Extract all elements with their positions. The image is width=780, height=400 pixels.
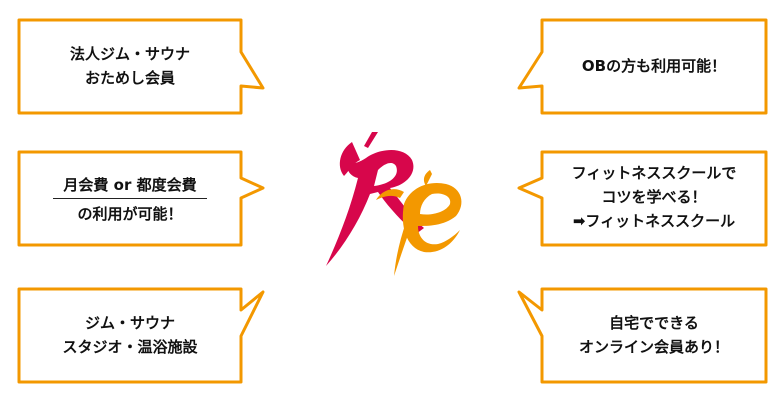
- bubble-text-underlined: 月会費 or 都度会費: [53, 173, 207, 199]
- bubble-text: 自宅でできる: [609, 314, 699, 332]
- bubble-text: オンライン会員あり！: [578, 338, 729, 356]
- bubble-text: おためし会員: [84, 69, 175, 87]
- fitness-school-link[interactable]: ➡フィットネススクール: [572, 212, 736, 230]
- bubble-top-left: 法人ジム・サウナ おためし会員: [19, 42, 241, 90]
- bubble-bottom-left: ジム・サウナ スタジオ・温浴施設: [19, 311, 241, 359]
- bubble-text: 法人ジム・サウナ: [69, 45, 190, 63]
- bubble-top-right-frame: [517, 18, 768, 115]
- bubble-text: OBの方も利用可能！: [581, 57, 727, 75]
- bubble-text: フィットネススクールで: [571, 164, 737, 182]
- bubble-text: ジム・サウナ: [84, 314, 175, 332]
- bubble-top-left-frame: [17, 18, 265, 115]
- bubble-bottom-right: 自宅でできる オンライン会員あり！: [542, 311, 766, 359]
- re-logo: [326, 132, 462, 276]
- bubble-text: コツを学べる！: [601, 188, 707, 206]
- bubble-mid-right: フィットネススクールで コツを学べる！ ➡フィットネススクール: [542, 161, 766, 233]
- bubble-bottom-right-frame: [517, 287, 768, 384]
- bubble-bottom-left-frame: [17, 287, 265, 384]
- bubble-top-right: OBの方も利用可能！: [542, 54, 766, 78]
- bubble-text: の利用が可能！: [77, 205, 183, 223]
- bubble-mid-right-frame: [517, 150, 768, 247]
- bubble-text: スタジオ・温浴施設: [62, 338, 198, 356]
- bubble-mid-left: 月会費 or 都度会費 の利用が可能！: [19, 173, 241, 226]
